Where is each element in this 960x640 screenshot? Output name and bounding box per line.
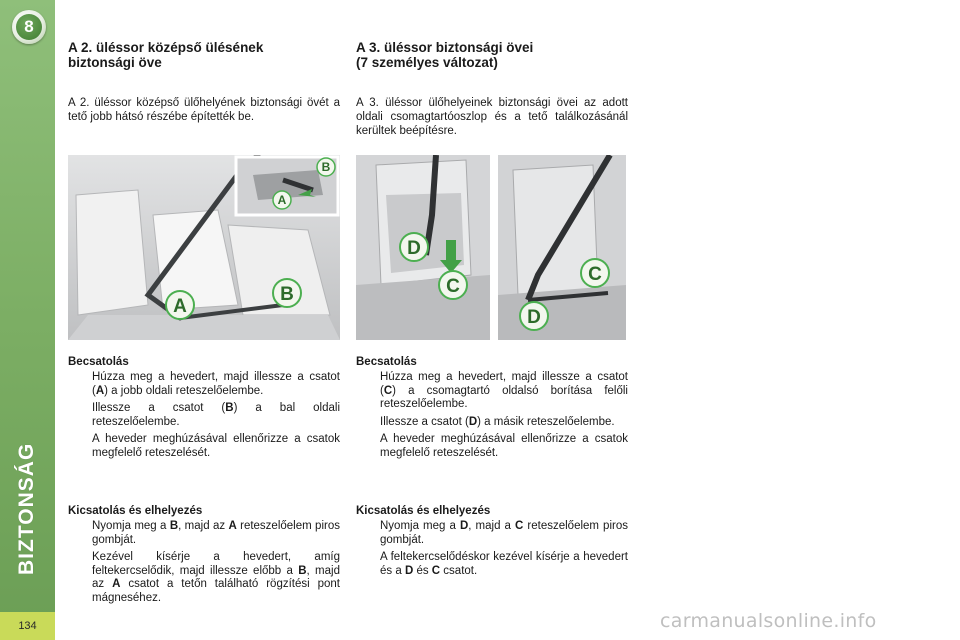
left-unfasten-steps: Nyomja meg a B, majd az A reteszelőelem … — [68, 520, 340, 609]
right-fasten-title: Becsatolás — [356, 356, 417, 368]
right-unfasten-title: Kicsatolás és elhelyezés — [356, 505, 491, 517]
page-number: 134 — [0, 612, 55, 640]
chapter-title: BIZTONSÁG — [15, 442, 38, 575]
inset-label-b: B — [322, 160, 331, 174]
list-item: A heveder meghúzásával ellenőrizze a csa… — [92, 433, 340, 459]
left-seatbelt-illustration: B A A B — [68, 155, 340, 340]
chapter-badge: 8 — [12, 10, 46, 44]
list-item: Illessze a csatot (D) a másik reteszelőe… — [380, 415, 615, 428]
label-c-2: C — [588, 264, 602, 285]
chapter-sidebar: 8 BIZTONSÁG — [0, 0, 55, 640]
label-d: D — [407, 238, 421, 259]
list-item: A feltekercselődéskor kezével kísérje a … — [380, 551, 628, 577]
right-intro: A 3. üléssor ülőhelyeinek biztonsági öve… — [356, 97, 628, 137]
right-section-title: A 3. üléssor biztonsági övei (7 személye… — [356, 40, 628, 70]
left-column: A 2. üléssor középső ülésének biztonsági… — [68, 40, 340, 136]
label-d-2: D — [527, 307, 541, 328]
chapter-number: 8 — [16, 14, 42, 40]
label-b: B — [280, 284, 294, 305]
left-unfasten-title: Kicsatolás és elhelyezés — [68, 505, 203, 517]
right-unfasten-steps: Nyomja meg a D, majd a C reteszelőelem p… — [356, 520, 628, 582]
right-seatbelt-illustration-2: C D — [498, 155, 626, 340]
left-fasten-title: Becsatolás — [68, 356, 129, 368]
label-c: C — [446, 276, 460, 297]
right-title-line1: A 3. üléssor biztonsági övei — [356, 40, 534, 55]
left-intro: A 2. üléssor középső ülőhelyének biztons… — [68, 97, 340, 123]
right-column: A 3. üléssor biztonsági övei (7 személye… — [356, 40, 628, 150]
watermark: carmanualsonline.info — [660, 610, 877, 632]
left-section-title: A 2. üléssor középső ülésének biztonsági… — [68, 40, 340, 70]
right-fasten-steps: Húzza meg a hevedert, majd illessze a cs… — [356, 371, 628, 464]
label-a: A — [173, 296, 187, 317]
list-item: Húzza meg a hevedert, majd illessze a cs… — [92, 371, 340, 397]
list-item: Nyomja meg a B, majd az A reteszelőelem … — [92, 520, 340, 546]
left-fasten-steps: Húzza meg a hevedert, majd illessze a cs… — [68, 371, 340, 464]
list-item: A heveder meghúzásával ellenőrizze a csa… — [380, 433, 628, 459]
list-item: Nyomja meg a D, majd a C reteszelőelem p… — [380, 520, 628, 546]
right-title-line2: (7 személyes változat) — [356, 55, 498, 70]
left-title-line1: A 2. üléssor középső ülésének — [68, 40, 264, 55]
list-item: Húzza meg a hevedert, majd illessze a cs… — [380, 371, 628, 410]
left-title-line2: biztonsági öve — [68, 55, 162, 70]
inset-label-a: A — [278, 193, 287, 207]
list-item: Illessze a csatot (B) a bal oldali retes… — [92, 402, 341, 428]
right-seatbelt-illustration-1: D C — [356, 155, 490, 340]
list-item: Kezével kísérje a hevedert, amíg felteke… — [92, 551, 341, 604]
